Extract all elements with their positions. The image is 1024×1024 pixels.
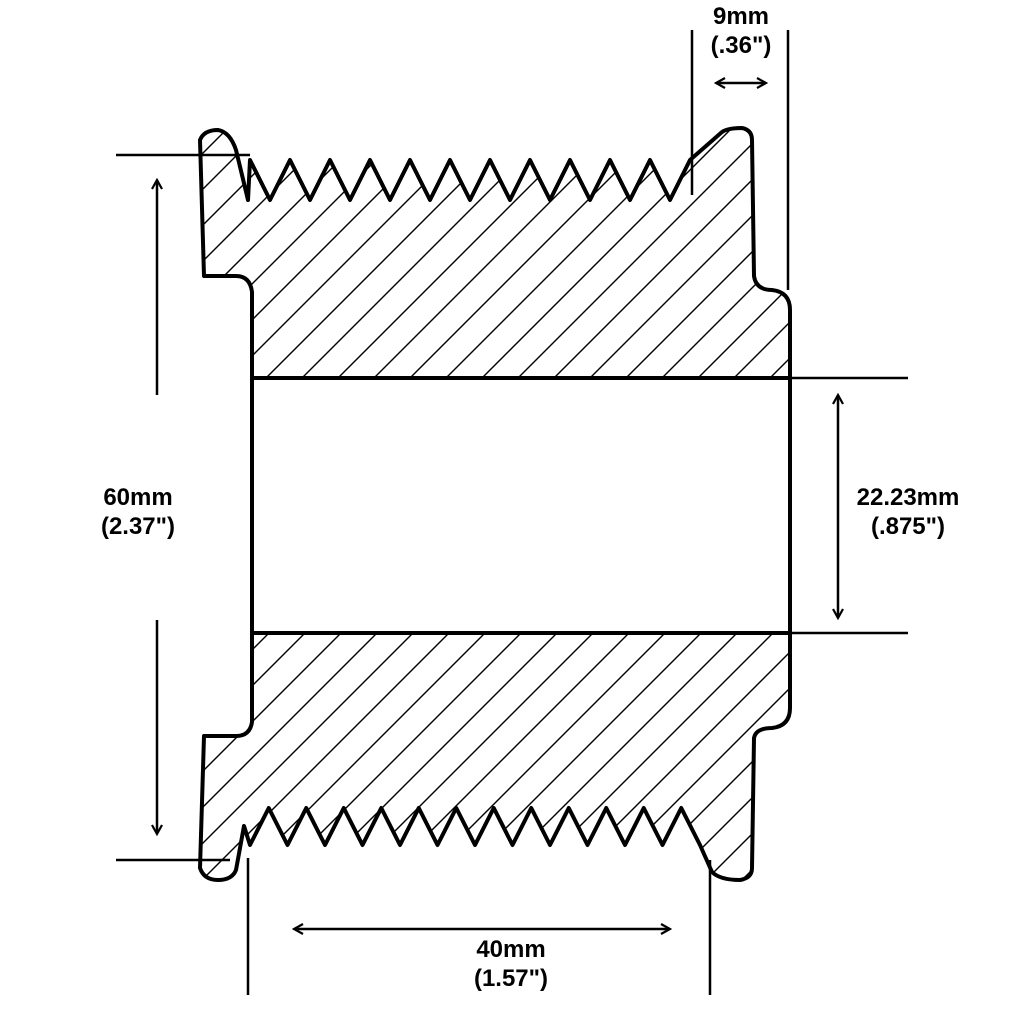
hatch-line [695, 633, 790, 880]
dimension-arrows [157, 83, 838, 929]
hatch-line [200, 128, 309, 378]
outer-diameter-label: 60mm (2.37") [80, 483, 196, 541]
hatch-line [479, 128, 741, 378]
outer-diameter-imperial: (2.37") [100, 513, 176, 540]
hatch-line [200, 128, 201, 378]
hatch-line [840, 630, 1024, 890]
hatch-line [200, 633, 345, 880]
hatch-line [443, 633, 705, 880]
hatch-line [371, 633, 633, 880]
hatch-line [200, 128, 417, 378]
hatch-line [200, 128, 345, 378]
hatch-line [840, 120, 1024, 380]
hatch-line [948, 120, 1024, 380]
outer-diameter-metric: 60mm [103, 484, 173, 511]
groove-width-metric: 40mm [476, 936, 546, 963]
hatch-line [200, 633, 201, 880]
hatch-line [551, 633, 790, 880]
hatch-line [695, 128, 790, 378]
hatch-line [515, 633, 777, 880]
hatch-line [263, 128, 525, 378]
hatch-line [200, 633, 453, 880]
hatch-line [200, 128, 273, 378]
bore-diameter-metric: 22.23mm [856, 484, 960, 511]
hatch-line [767, 633, 790, 880]
hatch-line [804, 120, 1024, 380]
hatch-line [1020, 120, 1024, 380]
hatch-line [731, 128, 790, 378]
hatch-bottom [200, 630, 1024, 890]
bore-diameter-label: 22.23mm (.875") [838, 483, 978, 541]
hatch-line [587, 633, 790, 880]
hatch-line [551, 128, 790, 378]
hatch-line [984, 630, 1024, 890]
flange-offset-imperial: (.36") [710, 32, 772, 59]
pulley-lower-section-outline [198, 631, 792, 882]
hatch-line [407, 128, 669, 378]
groove-width-imperial: (1.57") [473, 965, 549, 992]
hatch-line [659, 633, 790, 880]
flange-offset-label: 9mm (.36") [690, 2, 792, 60]
hatch-line [948, 630, 1024, 890]
hatch-line [200, 633, 273, 880]
hatch-line [984, 120, 1024, 380]
hatch-line [731, 633, 790, 880]
hatch-line [299, 633, 561, 880]
hatch-line [515, 128, 777, 378]
hatch-line [299, 128, 561, 378]
hatch-line [659, 128, 790, 378]
hatch-line [200, 633, 309, 880]
hatch-line [200, 633, 381, 880]
hatch-line [200, 128, 453, 378]
hatch-line [587, 128, 790, 378]
hatch-line [443, 128, 705, 378]
extension-lines [116, 30, 908, 995]
hatch-line [767, 128, 790, 378]
hatch-line [804, 630, 1024, 890]
pulley-upper-section-outline [198, 126, 792, 380]
hatch-line [407, 633, 669, 880]
hatch-line [876, 120, 1024, 380]
hatch-top [200, 120, 1024, 380]
hatch-line [335, 633, 597, 880]
bore-outline [250, 376, 792, 635]
hatch-line [912, 630, 1024, 890]
hatch-line [912, 120, 1024, 380]
hatch-line [227, 633, 489, 880]
groove-width-label: 40mm (1.57") [448, 935, 574, 993]
hatch-line [876, 630, 1024, 890]
hatch-line [263, 633, 525, 880]
hatch-line [335, 128, 597, 378]
hatch-line [1020, 630, 1024, 890]
bore-diameter-imperial: (.875") [870, 513, 946, 540]
hatch-line [200, 633, 417, 880]
flange-offset-metric: 9mm [712, 3, 770, 30]
